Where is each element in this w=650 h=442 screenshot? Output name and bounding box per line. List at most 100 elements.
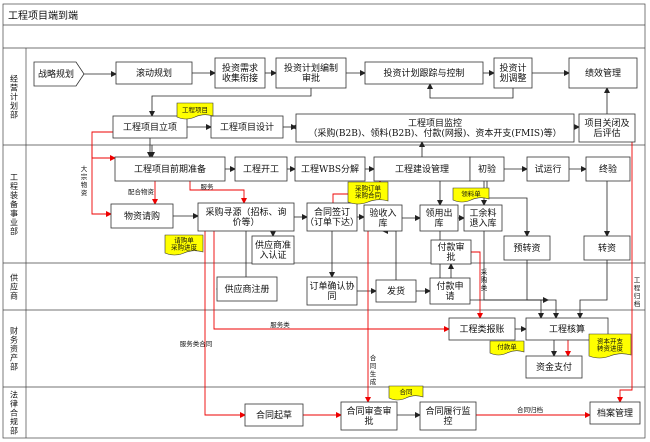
node-label: 供应商注册 [224, 283, 269, 295]
doc-label: 采购进度 [171, 243, 198, 252]
lane-label-l3: 供应商 [10, 273, 18, 301]
edge-label-char: 成 [370, 377, 377, 386]
lane-label-char: 备 [10, 199, 18, 209]
doc-label: 采购订单 [355, 184, 382, 193]
node-zy: 终验 [585, 156, 631, 182]
lane-label-char: 部 [10, 226, 18, 236]
node-zlgh: 战略规划 [33, 61, 85, 87]
node-label: 工程WBS分解 [301, 163, 359, 175]
edge-label-char: 合 [370, 353, 377, 362]
lane-label-char: 经 [10, 74, 18, 84]
node-xmjk: 工程项目监控（采购(B2B)、领料(B2B)、付款(网报)、资本开支(FMIS)… [295, 113, 575, 143]
lane-label-char: 律 [10, 399, 18, 409]
node-label: 价等） [232, 216, 259, 228]
node-label: 工程项目立项 [123, 121, 177, 133]
node-label: 物资请购 [124, 210, 160, 222]
doc-fkd: 付款单 [489, 340, 525, 356]
node-label: 工程项目前期准备 [134, 163, 206, 175]
connector [427, 83, 514, 99]
node-label: 退入库 [469, 217, 496, 229]
node-label: 投资计 [499, 62, 526, 74]
label-fuwulei: 服务类 [270, 320, 290, 329]
doc-ht: 合同 [388, 385, 424, 401]
node-label: 领用出 [425, 207, 452, 219]
node-label: 同 [327, 291, 336, 302]
node-label: 初验 [478, 163, 496, 175]
lane-label-char: 工 [10, 173, 18, 182]
connector [204, 231, 246, 418]
node-label: 供应商准 [255, 239, 291, 251]
node-label: 投资计划跟踪与控制 [383, 67, 464, 79]
node-label: 绩效管理 [585, 67, 621, 79]
node-label: 工程类报账 [459, 323, 504, 335]
node-label: 投资需求 [222, 62, 258, 74]
node-qqzb: 工程项目前期准备 [114, 156, 226, 182]
lane-label-char: 合 [10, 408, 18, 418]
node-cgxy: 采购寻源（招标、询价等） [197, 202, 295, 232]
connector [189, 181, 247, 204]
lane-label-char: 规 [10, 417, 18, 427]
node-wbs: 工程WBS分解 [294, 156, 366, 182]
connector [470, 251, 483, 319]
node-label: 库 [434, 217, 443, 229]
edge-label-char: 采 [481, 267, 488, 276]
node-label: 战略规划 [38, 68, 74, 80]
node-label: 批 [446, 251, 455, 263]
lane-label-char: 务 [10, 335, 18, 345]
node-label: 库 [378, 217, 387, 229]
edge-label-char: 类 [481, 283, 488, 292]
node-label: 验收入 [369, 207, 396, 219]
node-zjzf: 资金支付 [525, 355, 583, 379]
node-tzgz: 投资计划跟踪与控制 [364, 61, 484, 85]
node-label: 采购寻源（招标、询 [205, 206, 286, 218]
node-label: 批 [364, 415, 373, 427]
connector [91, 131, 113, 217]
node-syx: 试运行 [526, 156, 570, 182]
node-dagl: 档案管理 [589, 401, 641, 425]
lane-label-char: 程 [10, 182, 18, 191]
edge-label-char: 归 [634, 291, 641, 300]
node-gyszc: 供应商注册 [216, 276, 278, 302]
doc-gcxm: 工程项目 [176, 102, 214, 120]
lane-label-char: 产 [10, 353, 18, 363]
doc-label: 请购单 [174, 236, 194, 245]
node-label: 付款申 [436, 280, 463, 292]
connector [577, 260, 608, 319]
node-label: 档案管理 [597, 407, 633, 419]
lane-label-char: 划 [10, 101, 18, 111]
edge-label-char: 档 [634, 299, 641, 308]
lane-label-char: 事 [10, 208, 18, 218]
node-label: 审批 [302, 72, 320, 84]
lane-label-char: 部 [10, 110, 18, 120]
node-label: 收集衔接 [222, 72, 258, 84]
node-cy: 初验 [469, 156, 505, 182]
node-gclbz: 工程类报账 [448, 317, 516, 341]
node-label: （采购(B2B)、领料(B2B)、付款(网报)、资本开支(FMIS)等） [308, 127, 561, 139]
node-label: 工程开工 [243, 164, 279, 175]
diagram-frame [2, 3, 646, 439]
label-hetongguidang: 合同归档 [517, 405, 543, 414]
doc-label: 付款单 [497, 342, 517, 351]
node-label: 后评估 [593, 127, 620, 139]
node-label: 投资计划编制 [284, 62, 338, 74]
node-label: 请 [445, 290, 454, 302]
label-peihewuzi: 配合物资 [128, 187, 155, 196]
node-fh: 发货 [375, 279, 417, 303]
node-label: 付款审 [437, 241, 464, 253]
doc-label: 转资进度 [597, 344, 624, 353]
